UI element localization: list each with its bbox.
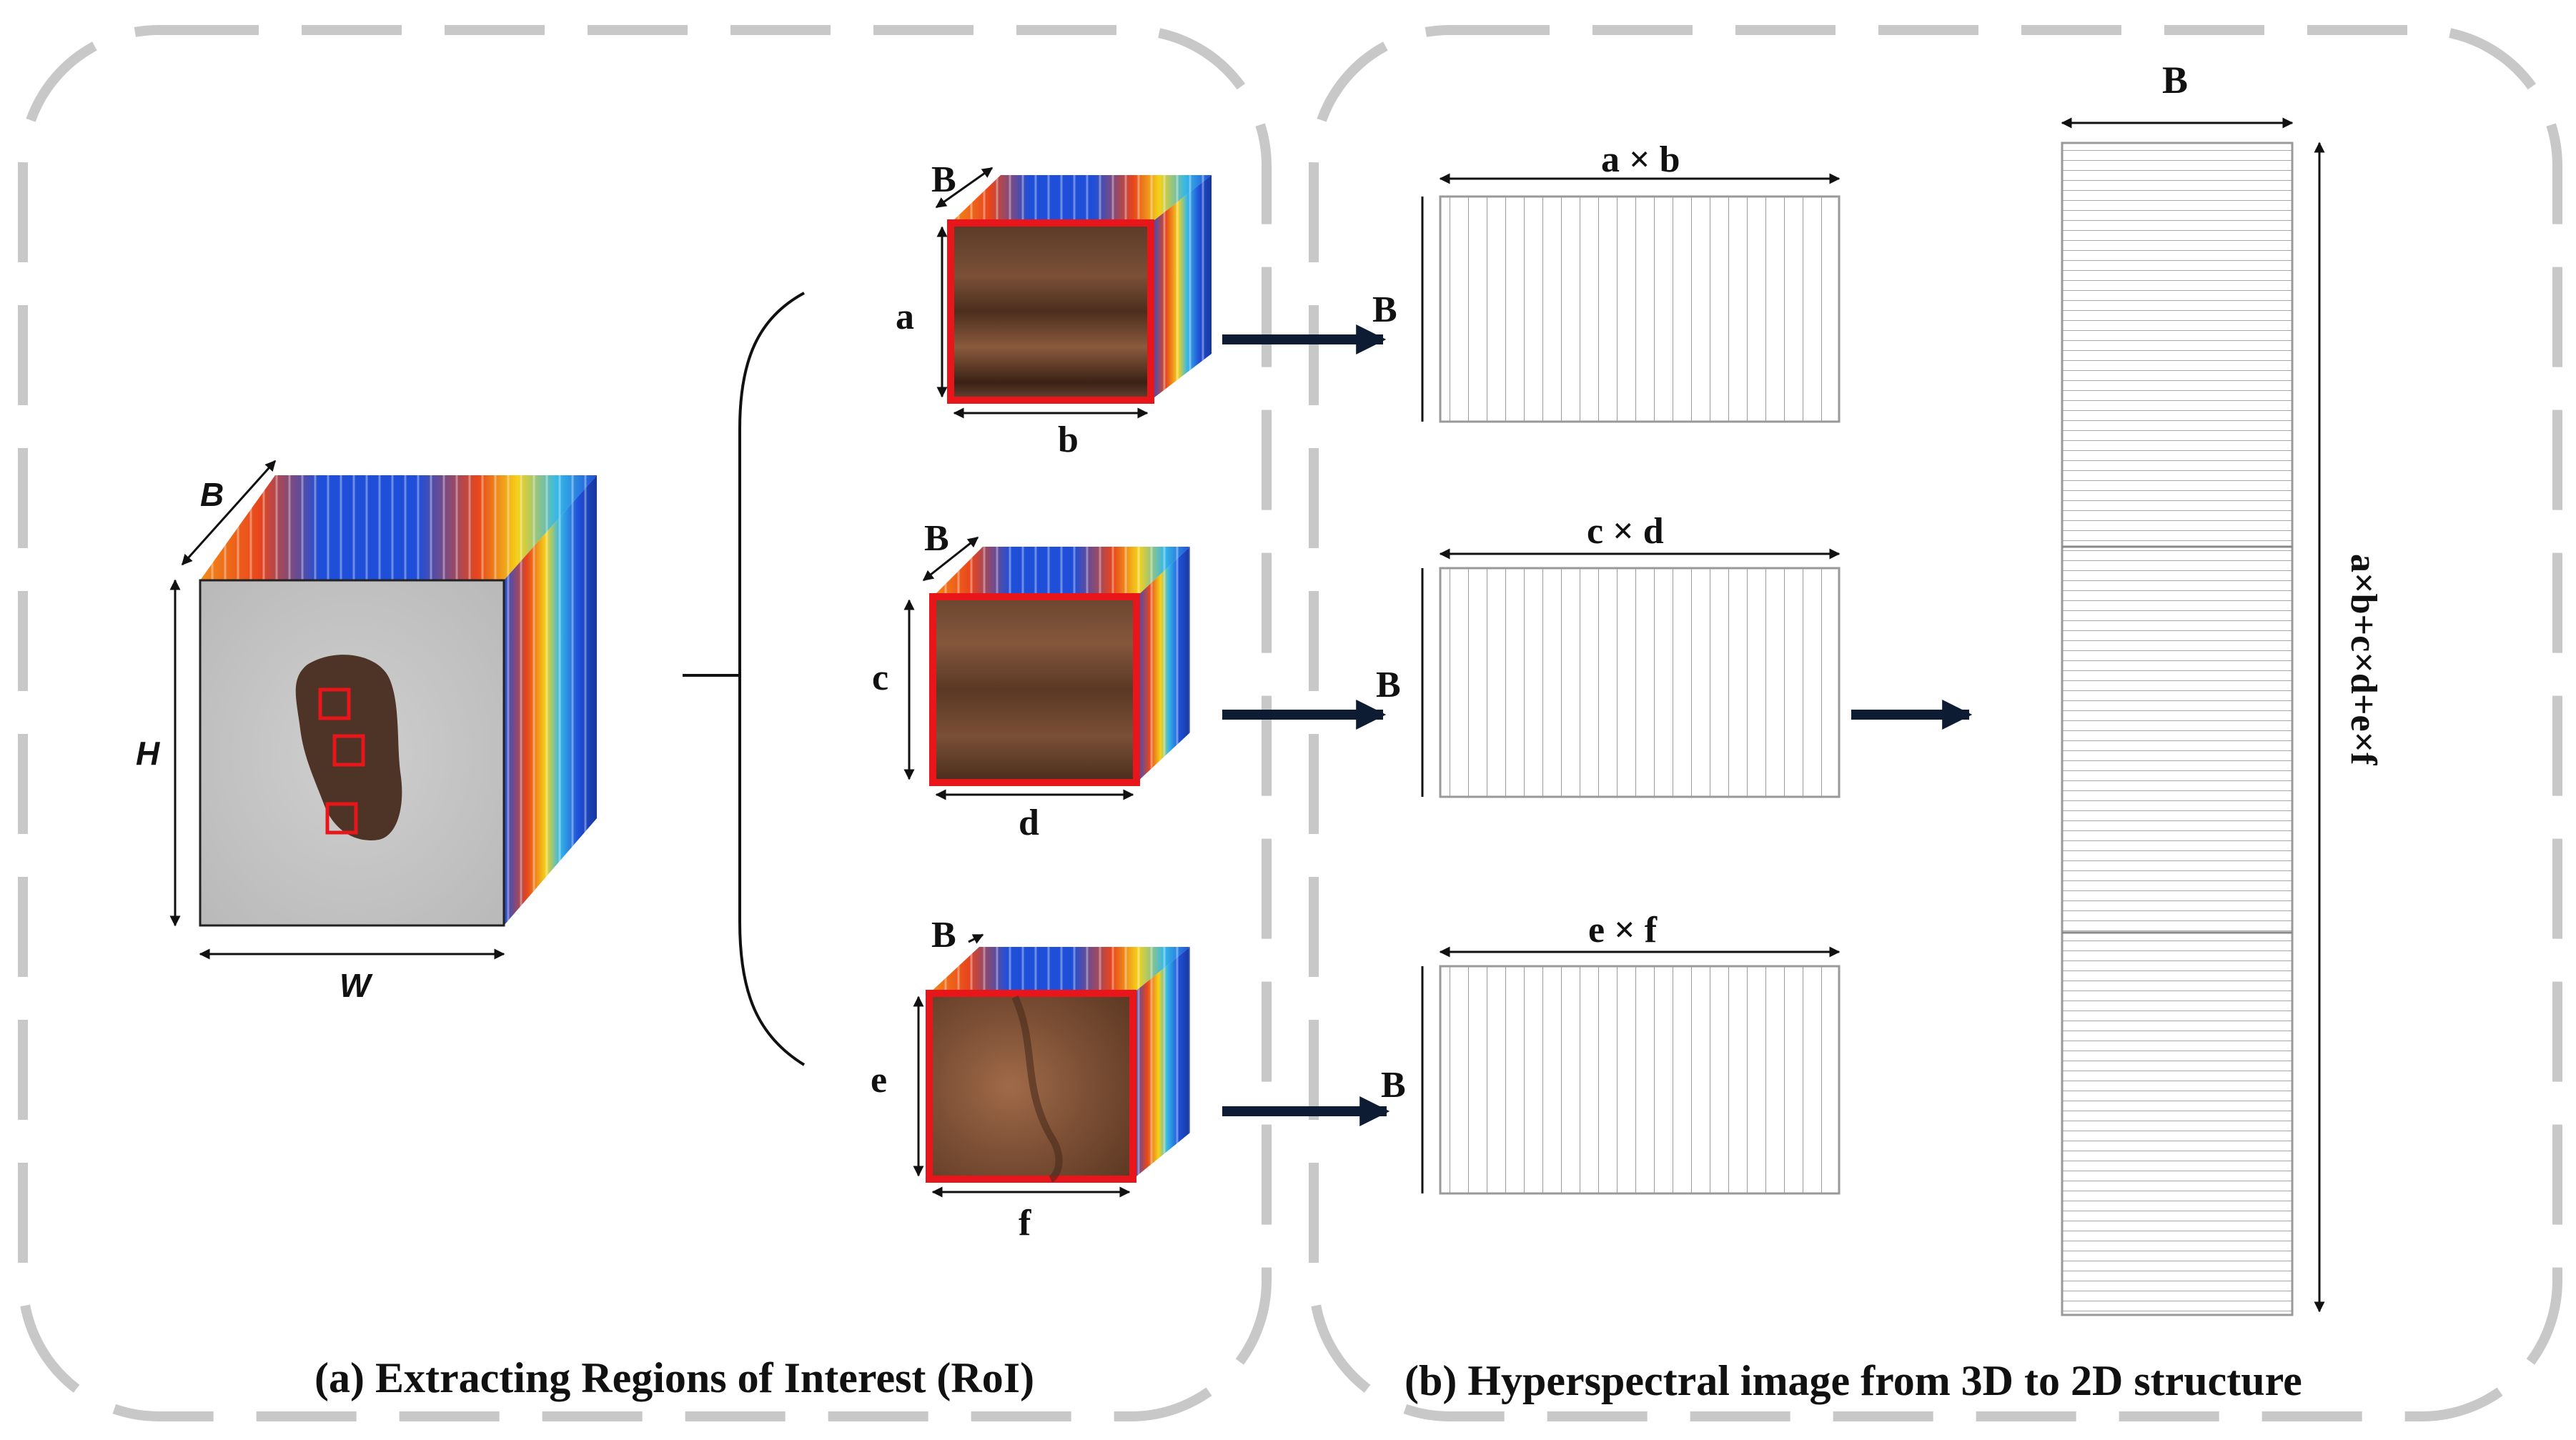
main-hyperspectral-cube: B H W — [136, 460, 597, 1004]
panel-b-caption: (b) Hyperspectral image from 3D to 2D st… — [1405, 1357, 2302, 1404]
roi-cube-2-face — [929, 593, 1140, 786]
roi-cube-1-face — [947, 219, 1154, 404]
roi-marker-2 — [332, 734, 365, 767]
matrix-1-height-label: B — [1372, 289, 1397, 330]
combined-height-label: a×b+c×d+e×f — [2343, 554, 2384, 765]
roi-3-width-label: f — [1019, 1203, 1031, 1243]
grouping-brace — [738, 292, 806, 1066]
matrix-3-width-label: e × f — [1588, 910, 1658, 950]
roi-2-depth-label: B — [924, 518, 949, 559]
combined-matrix: B a×b+c×d+e×f — [2061, 59, 2384, 1316]
roi-1-depth-label: B — [931, 159, 956, 200]
roi-cube-3: B e f — [871, 915, 1190, 1243]
main-cube-label-b: B — [200, 476, 224, 513]
matrix-3: e × f B — [1381, 910, 1841, 1195]
matrix-1-width-label: a × b — [1601, 139, 1680, 180]
roi-3-depth-label: B — [931, 915, 956, 955]
panel-a-caption: (a) Extracting Regions of Interest (RoI) — [314, 1354, 1034, 1401]
rock-sample — [295, 655, 402, 840]
matrix-2: c × d B — [1376, 511, 1841, 798]
roi-1-height-label: a — [896, 297, 914, 337]
roi-1-width-label: b — [1058, 419, 1079, 460]
matrix-3-height-label: B — [1381, 1065, 1406, 1106]
dim-arrow-b — [181, 460, 277, 566]
main-cube-label-w: W — [340, 967, 373, 1004]
roi-2-height-label: c — [872, 657, 888, 698]
roi-marker-1 — [318, 687, 351, 720]
roi-marker-3 — [325, 802, 358, 835]
roi-3-height-label: e — [871, 1060, 887, 1101]
combined-width-label: B — [2162, 59, 2188, 101]
roi-cube-1: B a b — [896, 159, 1212, 460]
roi-cube-2: B c d — [872, 518, 1190, 843]
main-cube-label-h: H — [136, 735, 160, 772]
matrix-1: a × b B — [1372, 139, 1841, 423]
matrix-2-width-label: c × d — [1587, 511, 1664, 552]
matrix-2-height-label: B — [1376, 665, 1401, 705]
roi-2-width-label: d — [1019, 803, 1039, 843]
panel-a-border — [18, 25, 1272, 1421]
panel-b-border — [1309, 25, 2562, 1421]
